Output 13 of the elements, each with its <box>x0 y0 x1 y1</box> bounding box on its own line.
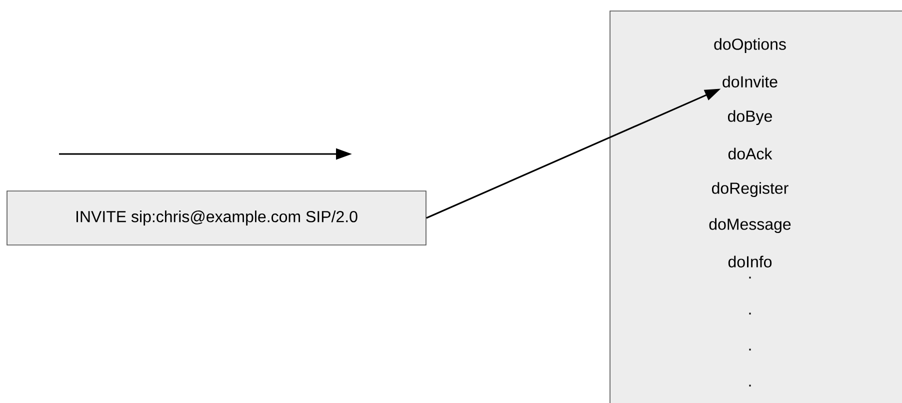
ellipsis-dot: . <box>749 276 751 278</box>
message-box: INVITE sip:chris@example.com SIP/2.0 <box>6 190 426 246</box>
ellipsis-dot: . <box>749 312 751 314</box>
ellipsis-dot: . <box>749 348 751 350</box>
method-name: doBye <box>728 110 772 126</box>
method-name: doMessage <box>709 218 791 234</box>
panel <box>610 10 902 403</box>
method-name: doInvite <box>722 76 778 88</box>
method-name: doInfo <box>728 256 772 268</box>
method-name: doAck <box>728 148 772 160</box>
method-name: doOptions <box>714 38 786 54</box>
ellipsis-dot: . <box>749 384 751 386</box>
method-name: doRegister <box>712 182 788 198</box>
